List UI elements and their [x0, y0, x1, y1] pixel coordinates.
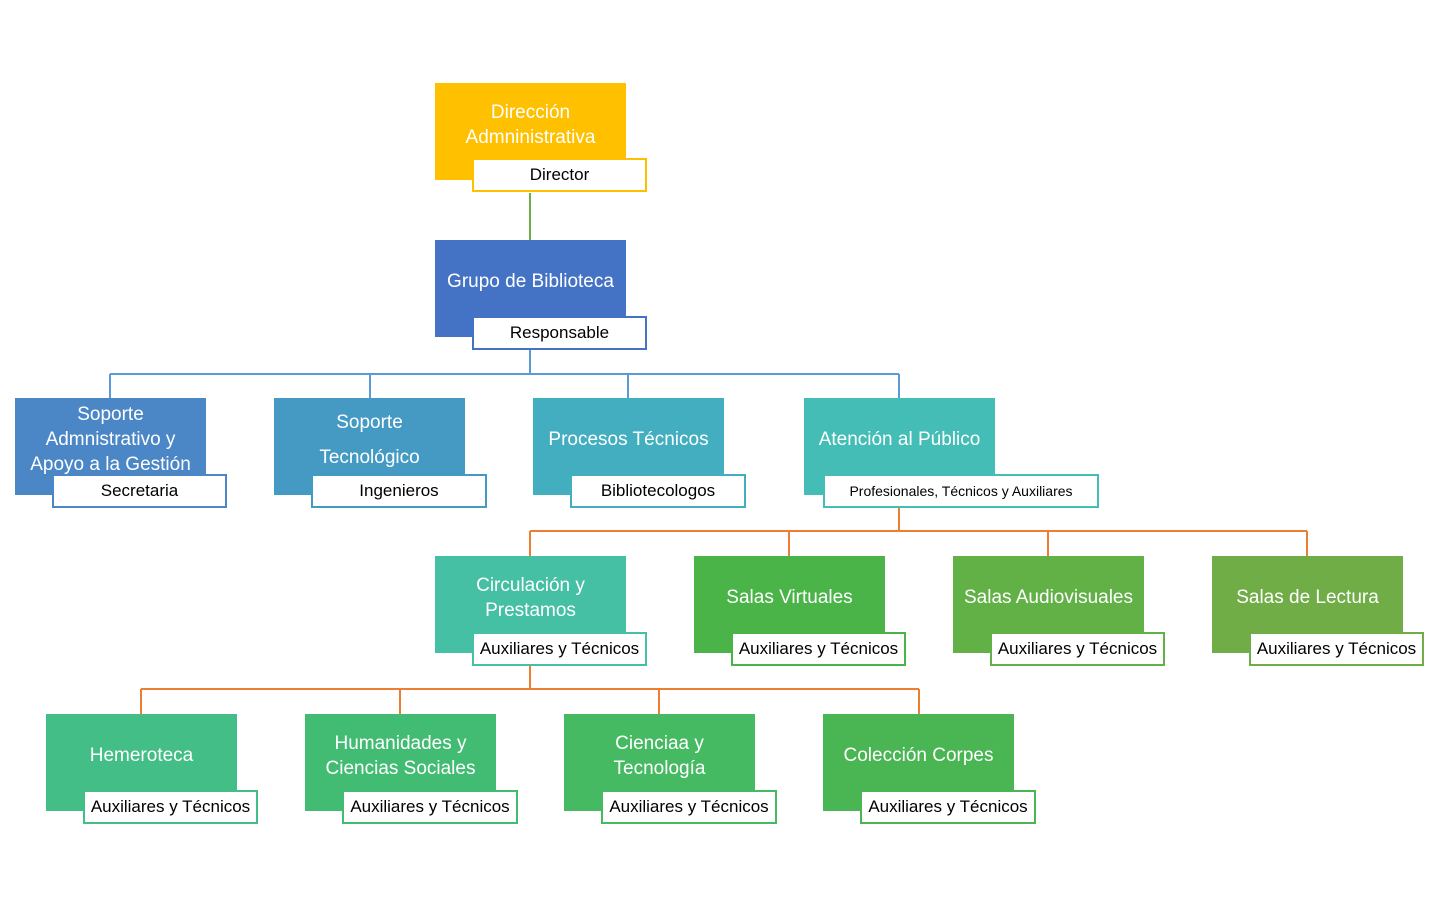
node-title: Dirección Admninistrativa — [465, 101, 596, 148]
node-role-auxiliares: Auxiliares y Técnicos — [83, 790, 258, 824]
node-title: Circulación y Prestamos — [476, 574, 585, 621]
node-role-auxiliares: Auxiliares y Técnicos — [342, 790, 518, 824]
node-role-auxiliares: Auxiliares y Técnicos — [472, 632, 647, 666]
node-role-secretaria: Secretaria — [52, 474, 227, 508]
node-title: Soporte Tecnológico — [319, 411, 420, 468]
node-role-profesionales: Profesionales, Técnicos y Auxiliares — [823, 474, 1099, 508]
node-role-auxiliares: Auxiliares y Técnicos — [731, 632, 906, 666]
node-role-ingenieros: Ingenieros — [311, 474, 487, 508]
node-title: Salas Virtuales — [726, 587, 853, 608]
node-title: Salas Audiovisuales — [964, 587, 1133, 608]
node-title: Humanidades y Ciencias Sociales — [325, 732, 476, 779]
node-title: Hemeroteca — [89, 745, 194, 766]
node-role-auxiliares: Auxiliares y Técnicos — [860, 790, 1036, 824]
node-title: Colección Corpes — [843, 745, 994, 766]
node-title: Soporte Admnistrativo y Apoyo a la Gesti… — [30, 404, 191, 475]
node-role-bibliotecologos: Bibliotecologos — [570, 474, 746, 508]
node-role-auxiliares: Auxiliares y Técnicos — [1249, 632, 1424, 666]
node-title: Salas de Lectura — [1236, 587, 1379, 608]
node-role-responsable: Responsable — [472, 316, 647, 350]
node-title: Cienciaa y Tecnología — [613, 732, 706, 779]
node-title: Grupo de Biblioteca — [447, 271, 614, 292]
node-title: Atención al Público — [818, 429, 981, 450]
node-role-auxiliares: Auxiliares y Técnicos — [601, 790, 777, 824]
node-title: Procesos Técnicos — [548, 429, 709, 450]
node-role-auxiliares: Auxiliares y Técnicos — [990, 632, 1165, 666]
node-humanidades-ciencias-sociales: Humanidades y Ciencias Sociales — [305, 714, 496, 811]
node-role-director: Director — [472, 158, 647, 192]
